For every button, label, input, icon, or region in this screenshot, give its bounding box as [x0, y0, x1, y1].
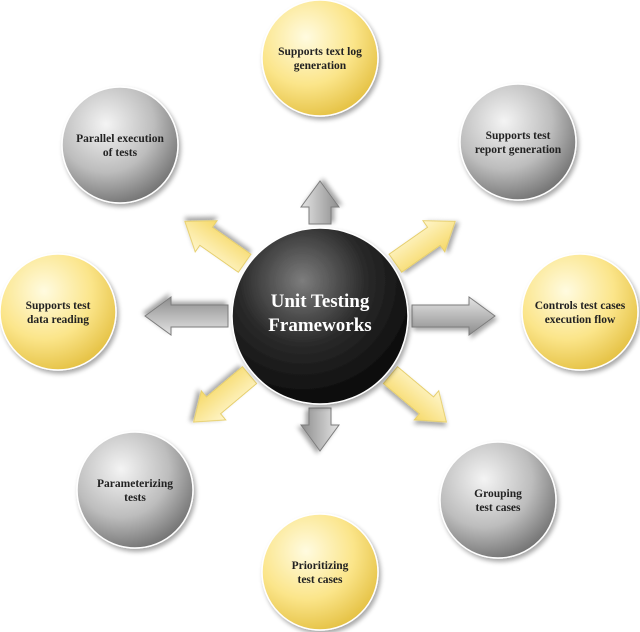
arrow-bottom — [300, 407, 340, 452]
node-circle-left — [0, 253, 117, 371]
node-left: Supports test data reading — [0, 253, 117, 371]
node-circle-bottom-right — [439, 441, 557, 559]
node-top: Supports text log generation — [261, 0, 379, 117]
node-label-right-line2: execution flow — [545, 314, 616, 326]
node-label-bottom-line2: test cases — [297, 574, 343, 586]
node-circle-top — [261, 0, 379, 117]
node-label-bottom-line1: Prioritizing — [292, 560, 349, 572]
node-bottom-right: Grouping test cases — [439, 441, 557, 559]
node-label-left-line2: data reading — [27, 314, 89, 326]
arrow-top — [300, 180, 340, 225]
center-node: Unit Testing Frameworks — [231, 227, 409, 405]
node-label-top-line1: Supports text log — [278, 46, 362, 58]
node-label-bottom-left-line1: Parameterizing — [97, 478, 173, 490]
node-bottom: Prioritizing test cases — [261, 513, 379, 631]
arrows-layer — [144, 180, 496, 452]
node-circle-bottom — [261, 513, 379, 631]
node-top-right: Supports test report generation — [459, 83, 577, 201]
node-label-bottom-right-line2: test cases — [475, 502, 521, 514]
node-label-left-line1: Supports test — [26, 300, 91, 312]
arrow-top-right — [388, 220, 456, 273]
node-label-right-line1: Controls test cases — [535, 300, 626, 312]
node-circle-bottom-left — [76, 431, 194, 549]
node-label-top-right-line1: Supports test — [486, 130, 551, 142]
node-label-bottom-right-line1: Grouping — [474, 488, 522, 500]
center-circle — [231, 227, 409, 405]
node-label-top-right-line2: report generation — [475, 144, 562, 156]
node-bottom-left: Parameterizing tests — [76, 431, 194, 549]
arrow-bottom-left — [192, 366, 258, 423]
arrow-bottom-right — [382, 366, 448, 423]
node-label-top-left-line1: Parallel execution — [76, 133, 164, 145]
arrow-top-left — [184, 220, 252, 273]
arrow-left — [144, 296, 229, 336]
node-circle-top-left — [61, 86, 179, 204]
center-title-line2: Frameworks — [268, 315, 371, 336]
node-label-bottom-left-line2: tests — [124, 492, 146, 504]
node-label-top-line2: generation — [294, 60, 347, 72]
arrow-right — [411, 296, 496, 336]
node-right: Controls test cases execution flow — [521, 253, 639, 371]
node-circle-right — [521, 253, 639, 371]
node-top-left: Parallel execution of tests — [61, 86, 179, 204]
center-title-line1: Unit Testing — [271, 291, 370, 312]
node-label-top-left-line2: of tests — [103, 147, 138, 159]
node-circle-top-right — [459, 83, 577, 201]
